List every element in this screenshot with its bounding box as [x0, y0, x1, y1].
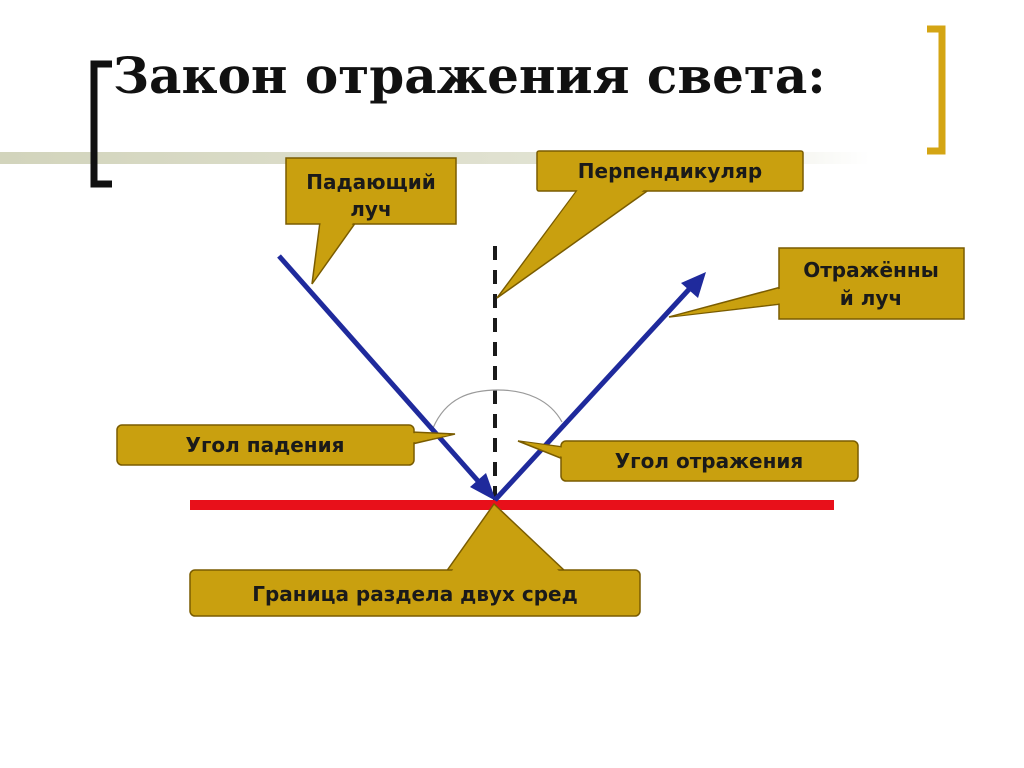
angle-of-reflection-label: Угол отражения: [615, 449, 804, 473]
incident-ray: [277, 254, 488, 492]
incident-ray-label-line2: луч: [350, 197, 391, 221]
incident-ray-arrowhead: [470, 473, 496, 501]
reflected-ray-label-line1: Отражённы: [803, 258, 939, 282]
slide-title: Закон отражения света:: [113, 46, 826, 105]
right-bracket: [927, 25, 946, 155]
callout-angle-of-incidence: Угол падения: [116, 424, 456, 466]
reflected-ray: [493, 283, 695, 502]
reflected-ray-label-line2: й луч: [840, 286, 902, 310]
callout-perpendicular: Перпендикуляр: [496, 150, 804, 299]
angle-of-incidence-label: Угол падения: [186, 433, 345, 457]
callout-reflected-ray: Отражённы й луч: [668, 247, 965, 320]
boundary-label: Граница раздела двух сред: [252, 582, 578, 606]
angle-arc: [432, 389, 563, 429]
incident-ray-label-line1: Падающий: [306, 170, 435, 194]
perpendicular-label: Перпендикуляр: [578, 159, 762, 183]
callout-boundary: Граница раздела двух сред: [189, 502, 641, 617]
reflected-ray-arrowhead: [681, 272, 706, 298]
callout-angle-of-reflection: Угол отражения: [517, 440, 859, 482]
callout-incident-ray: Падающий луч: [285, 157, 457, 285]
left-bracket: [90, 60, 112, 188]
